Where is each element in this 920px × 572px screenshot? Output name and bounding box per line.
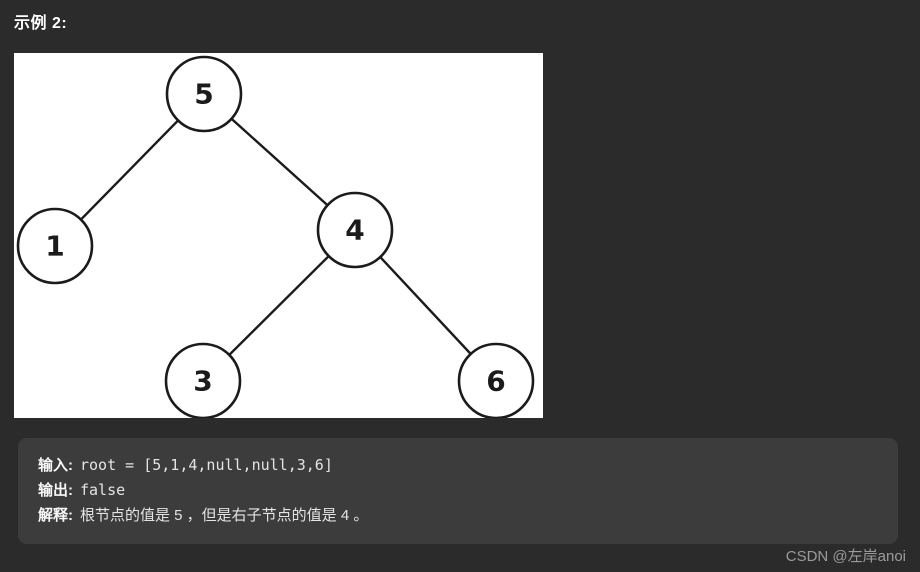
tree-figure: 5 1 4 3 6 xyxy=(14,53,543,418)
example-input-label: 输入: xyxy=(38,457,73,474)
example-explanation-value: 根节点的值是 5 ，但是右子节点的值是 4 。 xyxy=(80,507,369,524)
example-output-value: false xyxy=(80,481,126,499)
tree-svg: 5 1 4 3 6 xyxy=(16,55,535,418)
example-output-label: 输出: xyxy=(38,482,73,499)
example-input-value: root = [5,1,4,null,null,3,6] xyxy=(80,456,333,474)
tree-node xyxy=(457,342,535,418)
tree-node xyxy=(316,191,394,269)
tree-node xyxy=(165,55,243,133)
example-explanation-label: 解释: xyxy=(38,507,73,524)
example-input-row: 输入: root = [5,1,4,null,null,3,6] xyxy=(38,453,878,478)
tree-node-label: 4 xyxy=(345,214,364,247)
example-output-row: 输出: false xyxy=(38,478,878,503)
tree-node xyxy=(16,207,94,285)
tree-node-label: 3 xyxy=(193,365,212,398)
example-explanation-row: 解释: 根节点的值是 5 ，但是右子节点的值是 4 。 xyxy=(38,503,878,528)
csdn-watermark: CSDN @左岸anoi xyxy=(785,548,906,565)
example-title: 示例 2: xyxy=(14,15,68,32)
tree-node-label: 1 xyxy=(45,230,64,263)
tree-node-label: 6 xyxy=(486,365,505,398)
tree-node xyxy=(164,342,242,418)
example-io-box: 输入: root = [5,1,4,null,null,3,6] 输出: false… xyxy=(18,438,898,544)
tree-node-label: 5 xyxy=(194,78,213,111)
